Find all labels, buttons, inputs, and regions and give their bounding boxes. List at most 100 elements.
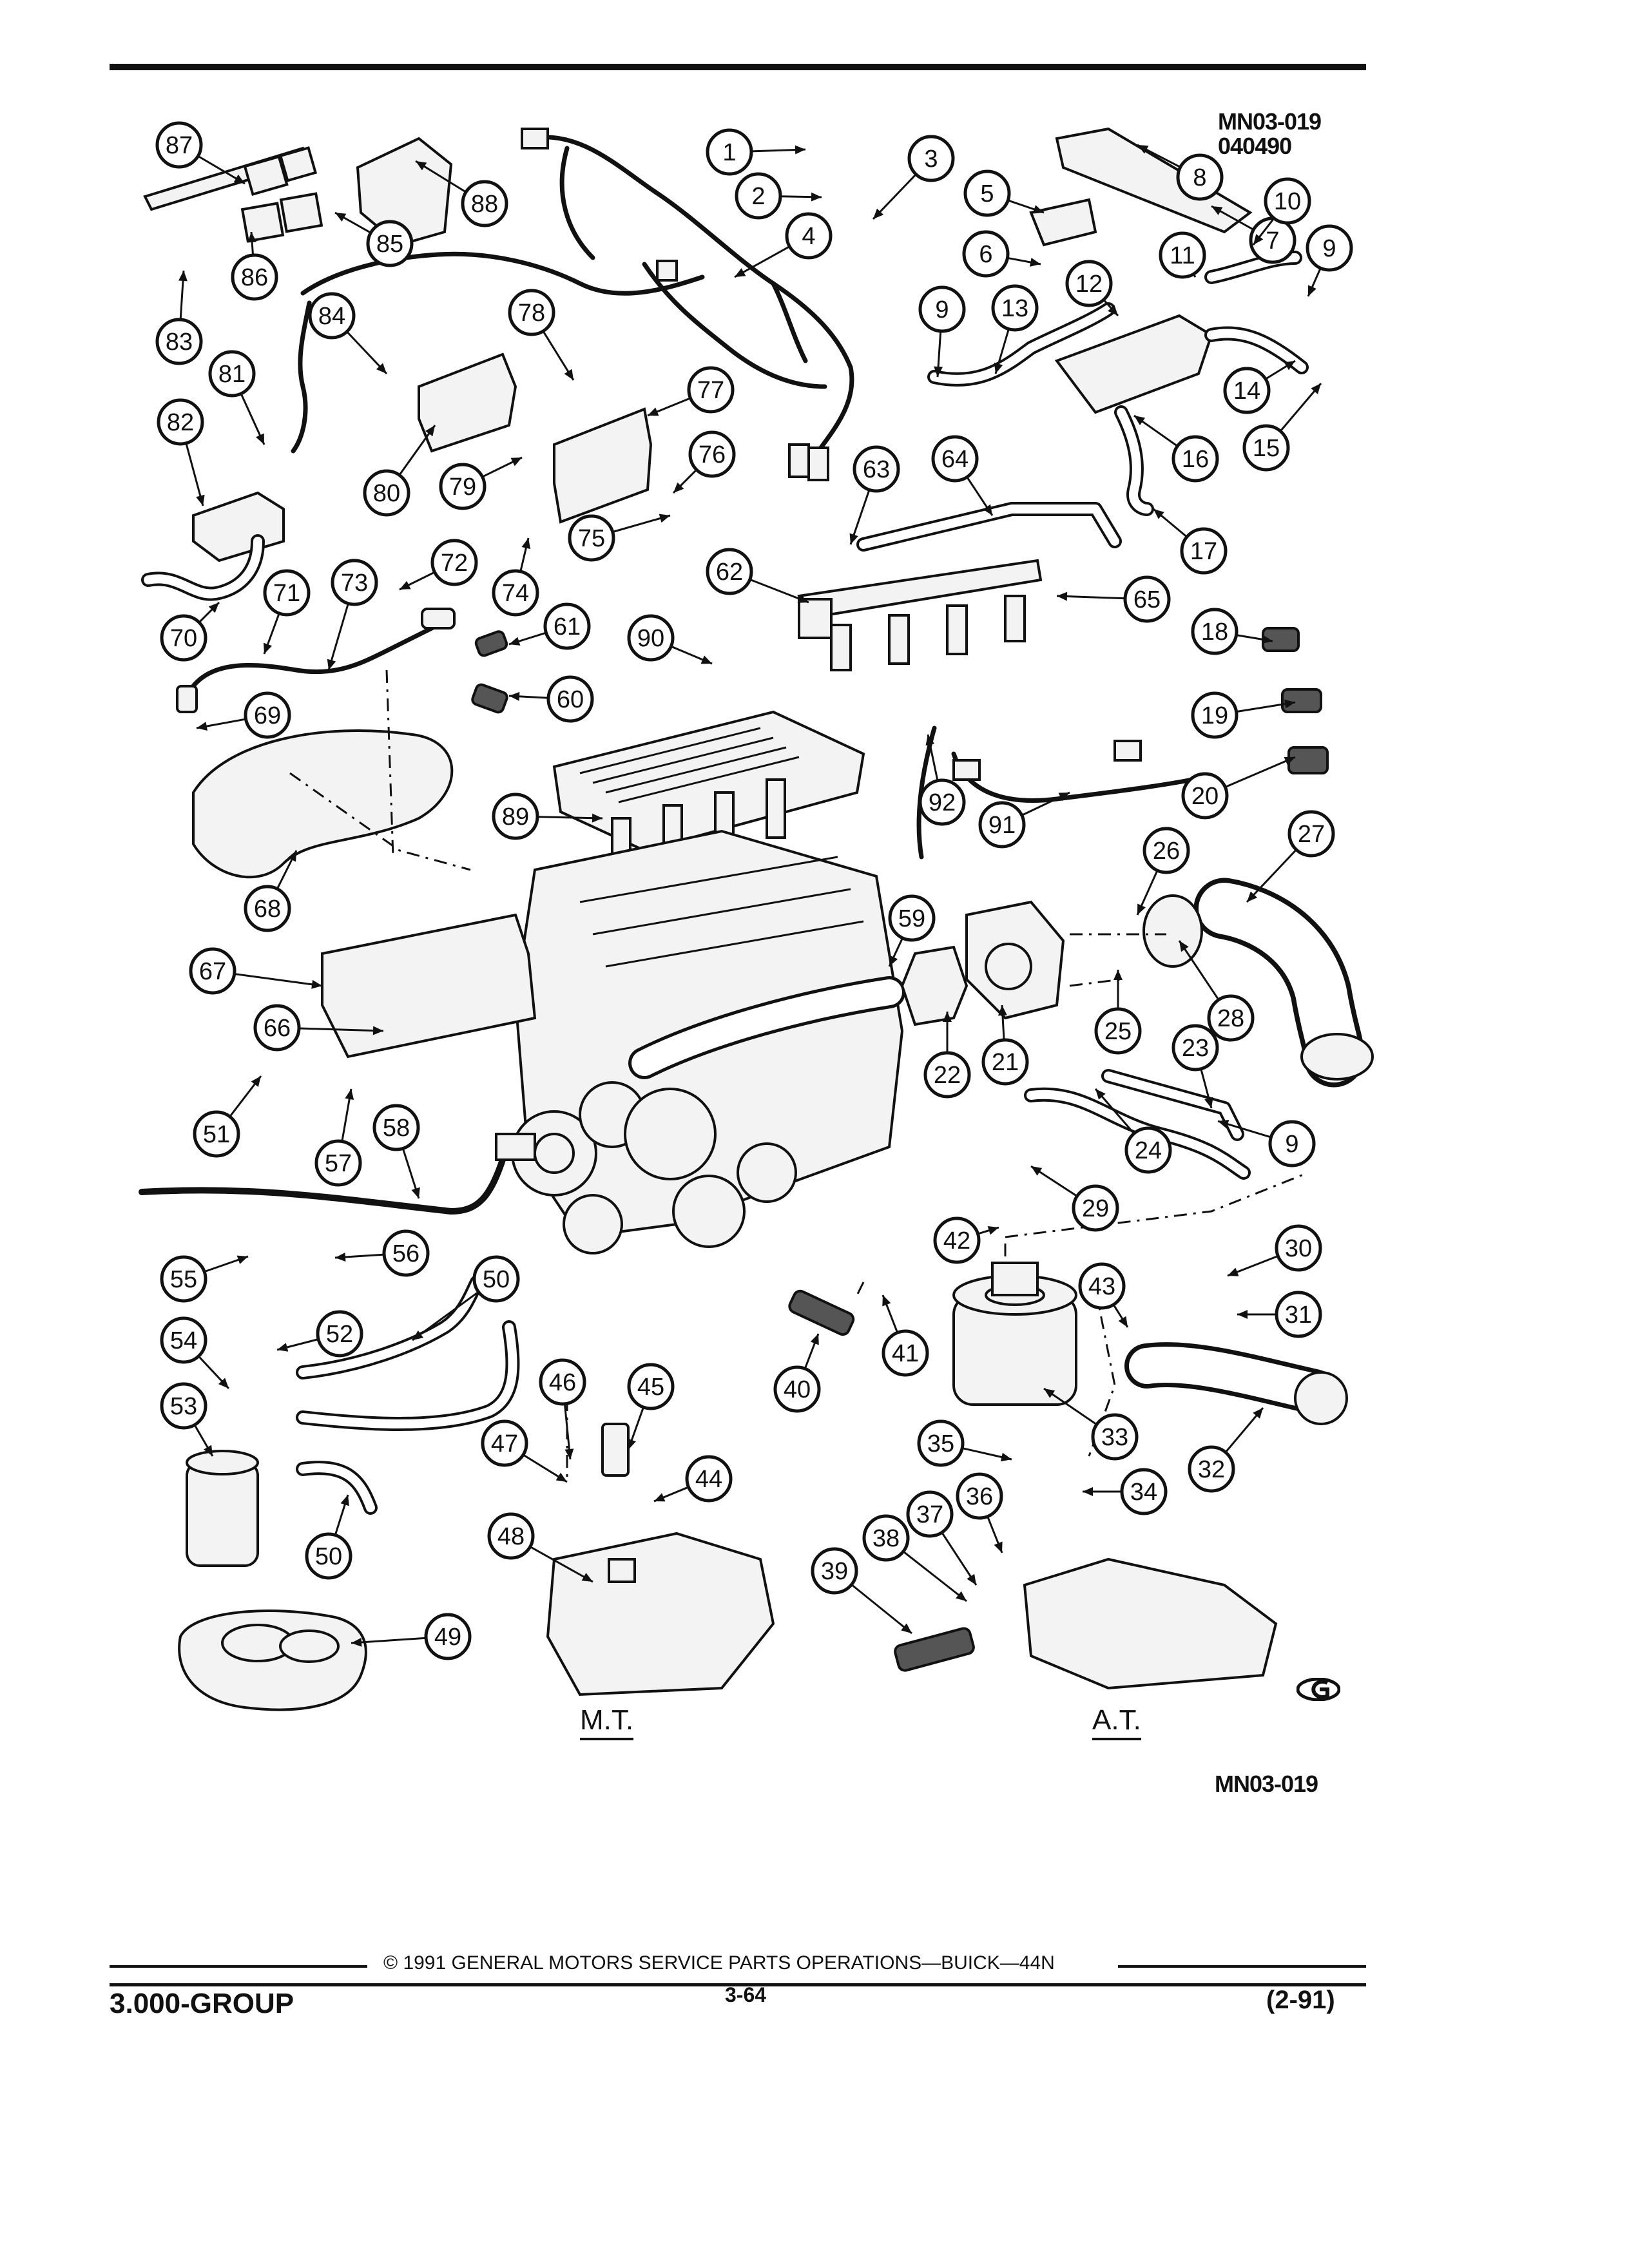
callout-60[interactable]: 60 (508, 675, 594, 723)
callout-26[interactable]: 26 (1136, 827, 1190, 916)
callout-17[interactable]: 17 (1153, 508, 1228, 575)
callout-83[interactable]: 83 (155, 270, 203, 365)
callout-39[interactable]: 39 (811, 1547, 912, 1635)
callout-69[interactable]: 69 (196, 691, 291, 739)
callout-number: 50 (315, 1543, 342, 1570)
callout-49[interactable]: 49 (351, 1613, 472, 1660)
callout-90[interactable]: 90 (627, 614, 713, 665)
callout-circle (688, 430, 736, 478)
callout-11[interactable]: 11 (1159, 231, 1206, 279)
callout-47[interactable]: 47 (481, 1419, 568, 1483)
callout-48[interactable]: 48 (487, 1512, 593, 1583)
callout-78[interactable]: 78 (508, 289, 575, 381)
callout-28[interactable]: 28 (1178, 940, 1255, 1042)
callout-31[interactable]: 31 (1237, 1291, 1322, 1338)
callout-56[interactable]: 56 (334, 1229, 430, 1277)
callout-25[interactable]: 25 (1094, 970, 1142, 1055)
callout-52[interactable]: 52 (276, 1310, 363, 1358)
callout-9[interactable]: 9 (918, 285, 966, 378)
callout-51[interactable]: 51 (193, 1075, 262, 1158)
callout-24[interactable]: 24 (1094, 1088, 1172, 1174)
callout-70[interactable]: 70 (160, 601, 220, 662)
callout-77[interactable]: 77 (647, 366, 735, 417)
callout-34[interactable]: 34 (1083, 1468, 1168, 1515)
callout-27[interactable]: 27 (1246, 810, 1335, 903)
callout-14[interactable]: 14 (1223, 360, 1296, 414)
callout-92[interactable]: 92 (918, 734, 966, 826)
callout-91[interactable]: 91 (978, 791, 1070, 849)
callout-35[interactable]: 35 (917, 1419, 1012, 1467)
callout-42[interactable]: 42 (933, 1216, 999, 1264)
callout-66[interactable]: 66 (253, 1004, 384, 1052)
callout-32[interactable]: 32 (1188, 1407, 1264, 1493)
callout-72[interactable]: 72 (399, 539, 478, 591)
callout-4[interactable]: 4 (734, 212, 833, 278)
callout-85[interactable]: 85 (334, 211, 414, 267)
callout-84[interactable]: 84 (308, 292, 388, 375)
callout-75[interactable]: 75 (568, 514, 671, 562)
callout-12[interactable]: 12 (1065, 260, 1119, 317)
callout-58[interactable]: 58 (372, 1104, 420, 1199)
callout-50[interactable]: 50 (305, 1494, 352, 1580)
callout-82[interactable]: 82 (157, 398, 205, 506)
callout-62[interactable]: 62 (706, 548, 809, 604)
callout-79[interactable]: 79 (439, 456, 523, 510)
callout-40[interactable]: 40 (773, 1333, 821, 1413)
callout-50[interactable]: 50 (412, 1255, 520, 1341)
callout-80[interactable]: 80 (363, 425, 436, 517)
callout-20[interactable]: 20 (1181, 756, 1296, 820)
callout-19[interactable]: 19 (1191, 691, 1296, 739)
callout-10[interactable]: 10 (1252, 177, 1311, 245)
callout-68[interactable]: 68 (244, 850, 298, 932)
callout-9[interactable]: 9 (1217, 1119, 1316, 1168)
callout-5[interactable]: 5 (963, 169, 1045, 217)
callout-71[interactable]: 71 (263, 569, 311, 655)
callout-21[interactable]: 21 (981, 1004, 1029, 1086)
callout-88[interactable]: 88 (415, 160, 508, 227)
callout-6[interactable]: 6 (962, 230, 1041, 278)
callout-33[interactable]: 33 (1043, 1387, 1139, 1461)
leader-arrowhead (1029, 258, 1041, 267)
callout-65[interactable]: 65 (1056, 575, 1171, 623)
callout-46[interactable]: 46 (539, 1358, 586, 1460)
callout-43[interactable]: 43 (1078, 1262, 1129, 1328)
callout-2[interactable]: 2 (735, 172, 822, 220)
callout-86[interactable]: 86 (231, 231, 278, 301)
callout-74[interactable]: 74 (492, 537, 539, 617)
callout-64[interactable]: 64 (931, 435, 994, 516)
callout-23[interactable]: 23 (1171, 1024, 1219, 1109)
callout-8[interactable]: 8 (1137, 144, 1224, 201)
callout-63[interactable]: 63 (849, 445, 900, 545)
callout-1[interactable]: 1 (706, 128, 806, 176)
callout-15[interactable]: 15 (1242, 383, 1322, 472)
callout-36[interactable]: 36 (956, 1472, 1003, 1553)
callout-55[interactable]: 55 (160, 1255, 249, 1303)
callout-87[interactable]: 87 (155, 121, 246, 185)
callout-59[interactable]: 59 (888, 894, 936, 967)
callout-9[interactable]: 9 (1306, 224, 1353, 297)
callout-13[interactable]: 13 (991, 284, 1039, 374)
callout-30[interactable]: 30 (1227, 1224, 1322, 1277)
callout-3[interactable]: 3 (872, 135, 955, 220)
callout-61[interactable]: 61 (508, 602, 591, 650)
callout-44[interactable]: 44 (653, 1455, 733, 1503)
callout-circle (1264, 177, 1311, 225)
callout-81[interactable]: 81 (208, 350, 265, 445)
callout-67[interactable]: 67 (189, 947, 323, 995)
callout-57[interactable]: 57 (314, 1088, 362, 1187)
callout-38[interactable]: 38 (862, 1514, 967, 1602)
callout-54[interactable]: 54 (160, 1316, 230, 1390)
callout-37[interactable]: 37 (906, 1490, 978, 1586)
callout-53[interactable]: 53 (160, 1382, 214, 1457)
callout-41[interactable]: 41 (882, 1294, 929, 1377)
callout-circle (461, 180, 508, 227)
callout-89[interactable]: 89 (492, 793, 603, 840)
figure-id-footer: MN03-019 (1215, 1771, 1318, 1797)
callout-18[interactable]: 18 (1191, 608, 1273, 655)
callout-76[interactable]: 76 (672, 430, 736, 494)
callout-22[interactable]: 22 (923, 1012, 971, 1099)
callout-29[interactable]: 29 (1030, 1165, 1119, 1232)
callout-16[interactable]: 16 (1133, 414, 1219, 483)
callout-45[interactable]: 45 (627, 1363, 675, 1450)
callout-73[interactable]: 73 (327, 559, 378, 671)
